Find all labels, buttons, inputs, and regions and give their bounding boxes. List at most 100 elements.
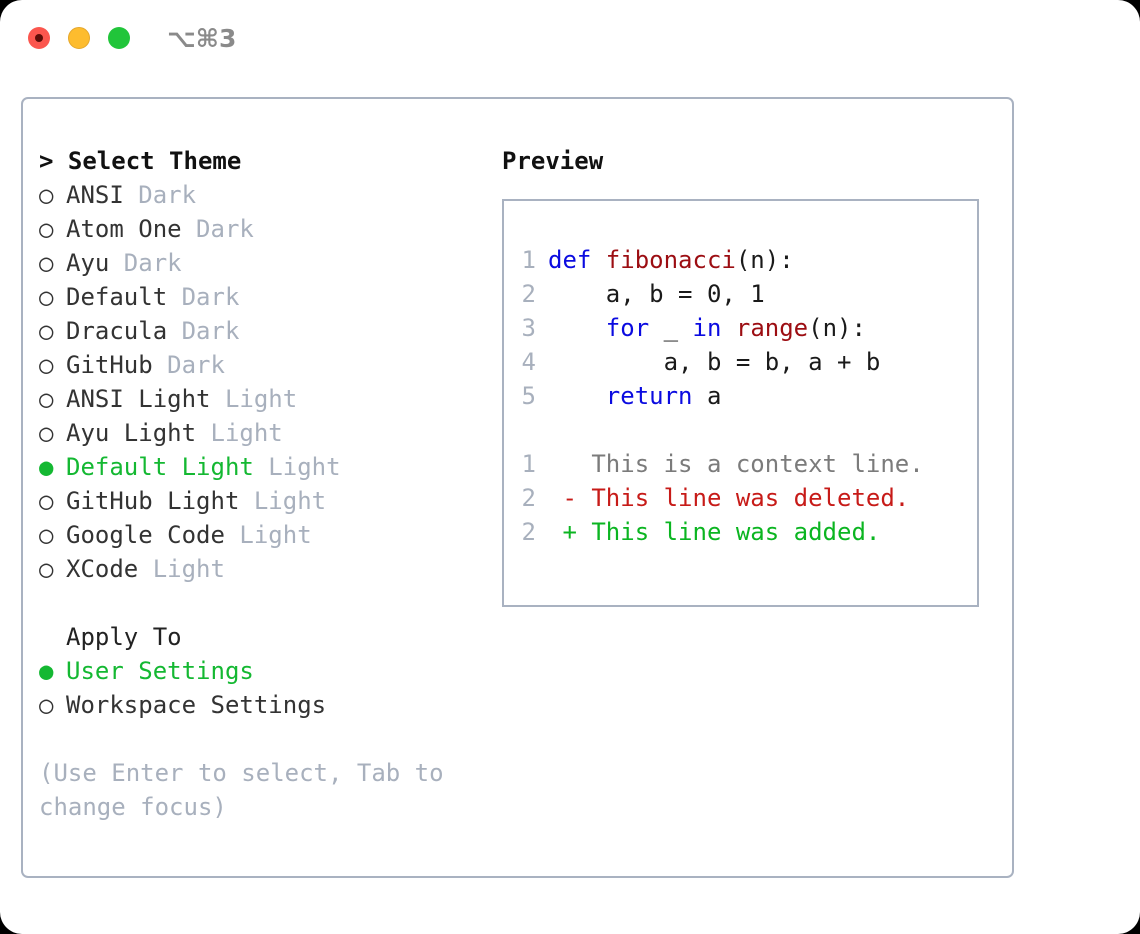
theme-option-tag: Dark: [167, 317, 240, 345]
theme-option-label: Default: [66, 283, 168, 311]
theme-option[interactable]: ○ XCode Light: [39, 552, 489, 586]
theme-option-tag: Dark: [123, 181, 197, 209]
code-token: a, b = 0, 1: [548, 280, 765, 308]
radio-unselected-icon: ○: [39, 283, 54, 311]
code-token: (n):: [735, 246, 794, 274]
code-diff-separator: [512, 413, 924, 447]
apply-to-option-label: Workspace Settings: [66, 691, 327, 719]
theme-option-label: Ayu: [66, 249, 110, 277]
diff-text: This line was deleted.: [576, 484, 910, 512]
code-token: in: [692, 314, 722, 342]
radio-unselected-icon: ○: [39, 385, 54, 413]
radio-unselected-icon: ○: [39, 215, 54, 243]
minimize-window-button[interactable]: [68, 27, 90, 49]
theme-option-tag: Dark: [152, 351, 225, 379]
code-line: 3 for _ in range(n):: [512, 311, 924, 345]
theme-option[interactable]: ○ Default Dark: [39, 280, 489, 314]
radio-unselected-icon: ○: [39, 317, 54, 345]
theme-option[interactable]: ○ Ayu Dark: [39, 246, 489, 280]
theme-option-tag: Dark: [167, 283, 240, 311]
close-window-button[interactable]: [28, 27, 50, 49]
apply-to-list: ●User Settings○Workspace Settings: [39, 654, 489, 722]
theme-option-label: Atom One: [66, 215, 182, 243]
keybinding-label: ⌥⌘3: [167, 24, 237, 53]
code-token: def: [548, 246, 606, 274]
diff-marker: +: [548, 518, 577, 546]
apply-to-text: Apply To: [66, 623, 182, 651]
line-number: 2: [521, 484, 536, 512]
line-number: 1: [521, 246, 536, 274]
theme-option-label: Default Light: [66, 453, 254, 481]
diff-line: 1 This is a context line.: [512, 447, 924, 481]
theme-option-label: ANSI: [66, 181, 124, 209]
radio-unselected-icon: ○: [39, 555, 54, 583]
theme-option[interactable]: ● Default Light Light: [39, 450, 489, 484]
code-line: 5 return a: [512, 379, 924, 413]
apply-to-indent: [39, 620, 66, 654]
theme-option-tag: Light: [138, 555, 225, 583]
theme-option-label: ANSI Light: [66, 385, 211, 413]
theme-option[interactable]: ○ GitHub Light Light: [39, 484, 489, 518]
theme-option[interactable]: ○Google Code Light: [39, 518, 489, 552]
code-token: [548, 382, 606, 410]
code-token: _: [649, 314, 693, 342]
theme-option-label: Dracula: [66, 317, 168, 345]
line-number: 4: [521, 348, 536, 376]
radio-unselected-icon: ○: [39, 521, 54, 549]
line-number: 1: [521, 450, 536, 478]
theme-option-tag: Light: [239, 487, 327, 515]
theme-option[interactable]: ○ANSI Dark: [39, 178, 489, 212]
theme-option[interactable]: ○ Ayu Light Light: [39, 416, 489, 450]
theme-option-tag: Dark: [181, 215, 254, 243]
theme-option[interactable]: ○ Dracula Dark: [39, 314, 489, 348]
diff-line: 2 + This line was added.: [512, 515, 924, 549]
theme-option-tag: Light: [196, 419, 283, 447]
theme-option-tag: Light: [253, 453, 341, 481]
code-token: for: [605, 314, 650, 342]
maximize-window-button[interactable]: [108, 27, 130, 49]
radio-unselected-icon: ○: [39, 419, 54, 447]
select-theme-prompt: > Select Theme: [39, 147, 242, 175]
code-token: [548, 314, 606, 342]
diff-marker: [548, 450, 577, 478]
theme-option-tag: Light: [210, 385, 298, 413]
code-token: fibonacci: [605, 246, 736, 274]
line-number: 5: [521, 382, 536, 410]
theme-option[interactable]: ○ ANSI Light Light: [39, 382, 489, 416]
diff-text: This line was added.: [576, 518, 881, 546]
theme-option-label: GitHub Light: [66, 487, 240, 515]
line-number: 2: [521, 280, 536, 308]
apply-to-label: Apply To: [39, 620, 489, 654]
radio-unselected-icon: ○: [39, 487, 54, 515]
code-line: 1 def fibonacci(n):: [512, 243, 924, 277]
title-bar: ⌥⌘3: [0, 0, 1140, 78]
theme-option[interactable]: ○GitHub Dark: [39, 348, 489, 382]
code-line: 4 a, b = b, a + b: [512, 345, 924, 379]
apply-to-option[interactable]: ●User Settings: [39, 654, 489, 688]
diff-text: This is a context line.: [576, 450, 924, 478]
radio-unselected-icon: ○: [39, 351, 54, 379]
radio-selected-icon: ●: [39, 453, 54, 481]
line-number: 2: [521, 518, 536, 546]
code-line: 2 a, b = 0, 1: [512, 277, 924, 311]
theme-picker-panel: > Select Theme ○ANSI Dark○Atom One Dark○…: [21, 97, 1014, 878]
apply-to-option[interactable]: ○Workspace Settings: [39, 688, 489, 722]
radio-unselected-icon: ○: [39, 249, 54, 277]
diff-marker: -: [548, 484, 577, 512]
code-token: a: [692, 382, 722, 410]
theme-option[interactable]: ○ Atom One Dark: [39, 212, 489, 246]
list-spacer: [39, 586, 489, 620]
theme-option-tag: Dark: [109, 249, 182, 277]
theme-option-tag: Light: [224, 521, 312, 549]
code-token: [721, 314, 735, 342]
theme-option-label: Ayu Light: [66, 419, 197, 447]
theme-option-label: XCode: [66, 555, 139, 583]
code-token: range: [735, 314, 809, 342]
line-number: 3: [521, 314, 536, 342]
code-token: (n):: [808, 314, 866, 342]
code-token: return: [605, 382, 693, 410]
